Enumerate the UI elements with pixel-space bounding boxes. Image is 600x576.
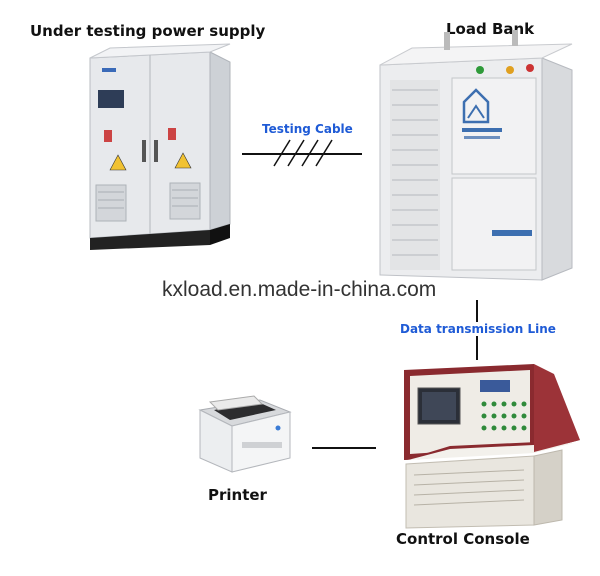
load-bank-image bbox=[379, 30, 573, 281]
testing-cable-line bbox=[242, 153, 362, 155]
testing-cable-hatch bbox=[273, 139, 333, 167]
printer-label: Printer bbox=[208, 486, 267, 504]
printer-console-line bbox=[312, 447, 376, 449]
printer-image bbox=[198, 395, 292, 473]
power-supply-label: Under testing power supply bbox=[30, 22, 266, 40]
power-supply-cabinet-image bbox=[89, 43, 231, 250]
control-console-label: Control Console bbox=[396, 530, 530, 548]
control-console-image bbox=[404, 364, 580, 529]
testing-cable-label: Testing Cable bbox=[262, 122, 353, 136]
watermark-text: kxload.en.made-in-china.com bbox=[162, 278, 437, 301]
data-transmission-label: Data transmission Line bbox=[398, 322, 558, 336]
